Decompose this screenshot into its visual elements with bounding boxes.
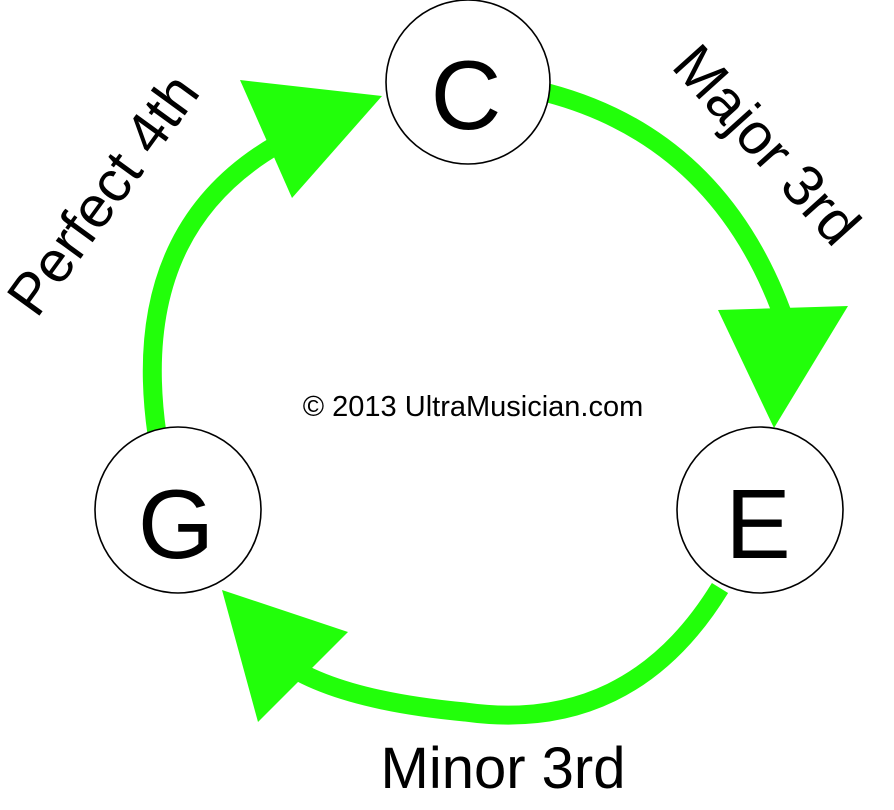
arrowhead-e-icon — [718, 306, 848, 428]
arrowhead-g-icon — [222, 590, 348, 722]
arc-g-to-c — [142, 119, 314, 436]
note-node-g: G — [94, 426, 262, 594]
note-label-e: E — [725, 469, 790, 579]
note-label-g: G — [138, 469, 214, 579]
copyright-text: © 2013 UltraMusician.com — [303, 391, 644, 423]
interval-label-perfect-4th: Perfect 4th — [0, 62, 212, 327]
arc-c-to-e — [545, 83, 798, 333]
arrowhead-c-icon — [240, 80, 382, 198]
note-node-c: C — [385, 0, 551, 165]
note-circle-g — [94, 426, 262, 594]
arc-e-to-g — [274, 583, 729, 725]
note-label-c: C — [431, 40, 502, 150]
note-circle-c — [385, 0, 551, 165]
note-circle-e — [676, 426, 844, 594]
interval-label-minor-3rd: Minor 3rd — [381, 736, 626, 801]
interval-label-major-3rd: Major 3rd — [660, 32, 872, 258]
note-node-e: E — [676, 426, 844, 594]
